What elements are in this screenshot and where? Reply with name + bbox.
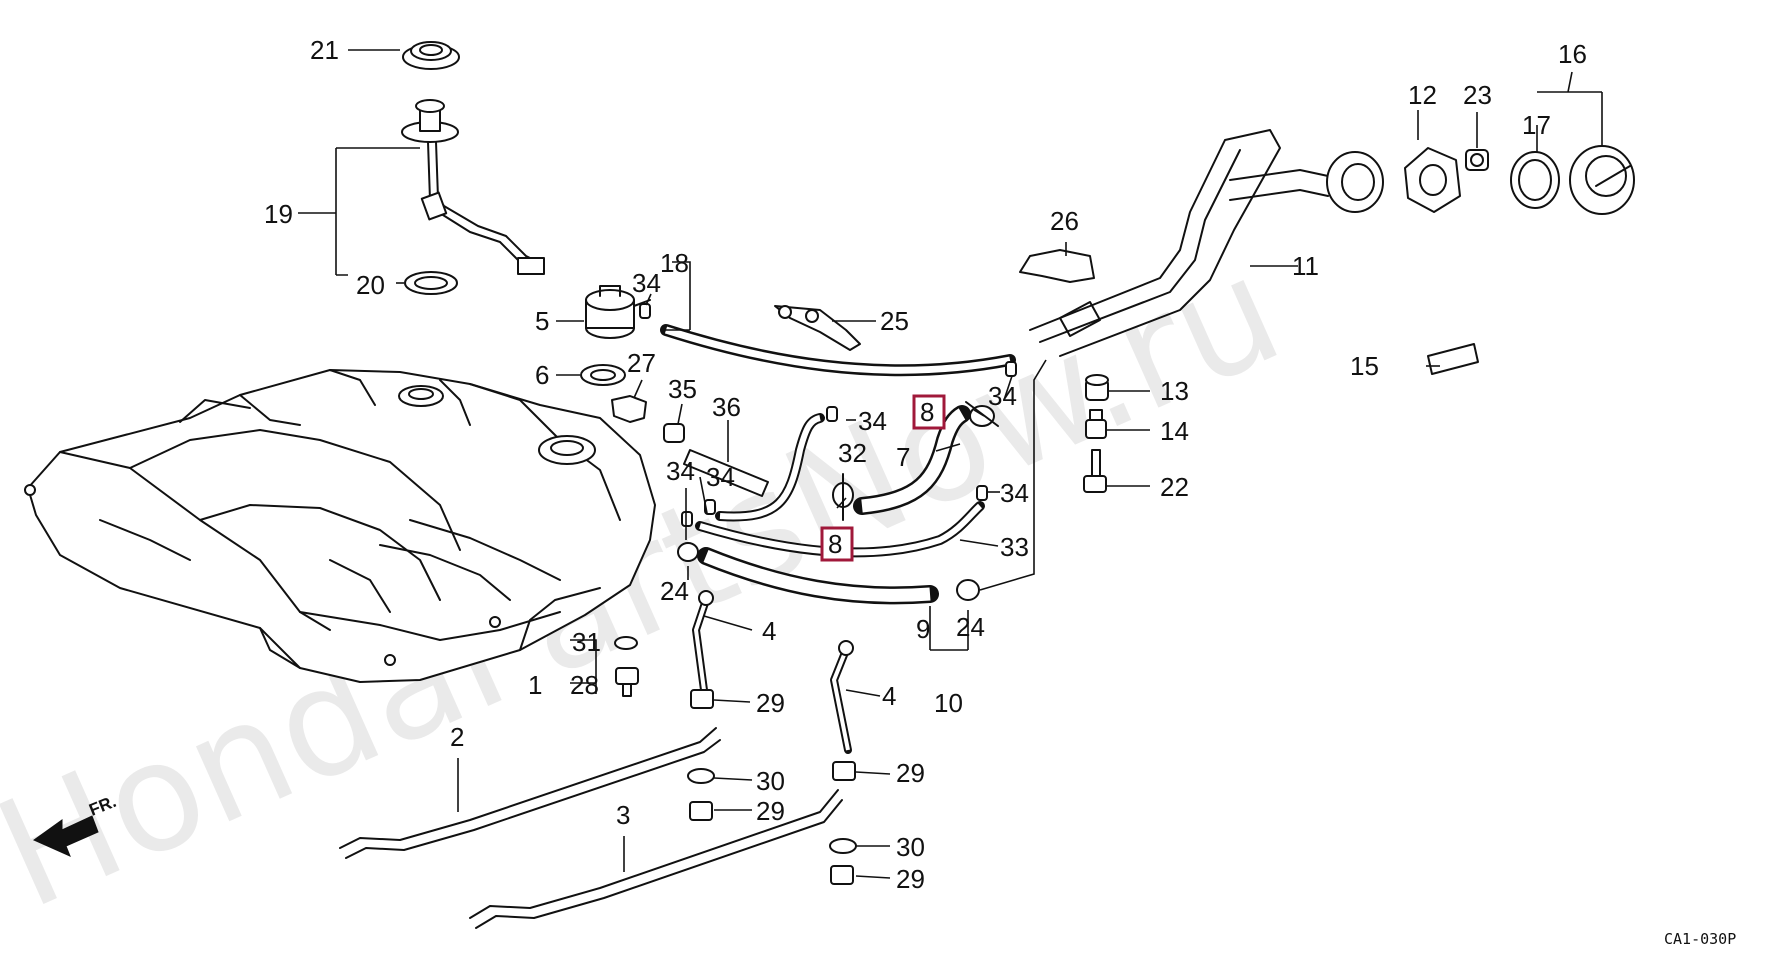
callout-2[interactable]: 2: [450, 722, 464, 752]
callout-23[interactable]: 23: [1463, 80, 1492, 110]
part-32-hose[interactable]: [715, 413, 825, 522]
part-33-hose[interactable]: [695, 501, 985, 558]
callout-29-d[interactable]: 29: [896, 864, 925, 894]
callout-labels: 21 19 20 5 6 27 18 34 35 36 34 34 34 32 …: [264, 35, 1587, 894]
callout-4-lower[interactable]: 4: [882, 681, 896, 711]
callout-14[interactable]: 14: [1160, 416, 1189, 446]
callout-12[interactable]: 12: [1408, 80, 1437, 110]
callout-34-lower-right[interactable]: 34: [1000, 478, 1029, 508]
callout-34-top[interactable]: 34: [632, 268, 661, 298]
part-14-nut[interactable]: [1085, 409, 1107, 439]
leader-lines: [298, 49, 1603, 879]
callout-8-lower[interactable]: 8: [828, 529, 842, 559]
part-17-ring[interactable]: [1510, 151, 1560, 209]
callout-29-c[interactable]: 29: [756, 796, 785, 826]
part-36-hose[interactable]: [683, 449, 769, 497]
callout-11[interactable]: 11: [1292, 251, 1319, 281]
part-6-pump-seal[interactable]: [580, 364, 626, 386]
part-34-clips[interactable]: [639, 303, 1017, 527]
callout-17[interactable]: 17: [1522, 110, 1551, 140]
callout-15[interactable]: 15: [1350, 351, 1379, 381]
part-28-bolt[interactable]: [615, 667, 639, 697]
part-16-fuel-cap[interactable]: [1569, 145, 1635, 215]
part-12-flange[interactable]: [1404, 147, 1461, 213]
part-18-breather-hose[interactable]: [660, 324, 1016, 377]
callout-34-left[interactable]: 34: [666, 456, 695, 486]
callout-22[interactable]: 22: [1160, 472, 1189, 502]
part-35-clip[interactable]: [663, 423, 685, 443]
part-11-fuel-filler-pipe[interactable]: [1029, 129, 1384, 357]
part-5-fuel-pump[interactable]: [585, 285, 651, 339]
part-22-bolt[interactable]: [1083, 449, 1107, 493]
callout-24-left[interactable]: 24: [660, 576, 689, 606]
callout-29-a[interactable]: 29: [756, 688, 785, 718]
callout-27[interactable]: 27: [627, 348, 656, 378]
part-21-seal-ring[interactable]: [402, 41, 460, 70]
callout-5[interactable]: 5: [535, 306, 549, 336]
callout-19[interactable]: 19: [264, 199, 293, 229]
part-24-clips[interactable]: [677, 542, 980, 601]
callout-21[interactable]: 21: [310, 35, 339, 65]
callout-7[interactable]: 7: [896, 442, 910, 472]
callout-34-upper-right[interactable]: 34: [988, 381, 1017, 411]
callout-32[interactable]: 32: [838, 438, 867, 468]
callout-10[interactable]: 10: [934, 688, 963, 718]
callout-30-b[interactable]: 30: [896, 832, 925, 862]
highlight-part-8-lower[interactable]: 8: [820, 526, 854, 562]
part-19-sending-unit[interactable]: [401, 99, 545, 275]
part-9-hose[interactable]: [697, 547, 939, 605]
callout-20[interactable]: 20: [356, 270, 385, 300]
callout-13[interactable]: 13: [1160, 376, 1189, 406]
callout-30-a[interactable]: 30: [756, 766, 785, 796]
part-4-bolt-left[interactable]: [692, 590, 714, 694]
part-23-nut[interactable]: [1465, 149, 1489, 171]
diagram-code: CA1-030P: [1664, 930, 1736, 948]
callout-24-right[interactable]: 24: [956, 612, 985, 642]
callout-31[interactable]: 31: [572, 627, 601, 657]
callout-6[interactable]: 6: [535, 360, 549, 390]
part-25-bracket[interactable]: [774, 305, 861, 351]
callout-34-mid[interactable]: 34: [706, 462, 735, 492]
part-8-hose-clamp-lower[interactable]: [832, 473, 854, 521]
part-26-bracket[interactable]: [1019, 249, 1095, 283]
callout-9[interactable]: 9: [916, 614, 930, 644]
callout-26[interactable]: 26: [1050, 206, 1079, 236]
part-29-nuts[interactable]: [689, 689, 856, 885]
part-2-tank-strap[interactable]: [339, 727, 721, 859]
highlight-part-8-upper[interactable]: 8: [912, 394, 946, 430]
callout-28[interactable]: 28: [570, 670, 599, 700]
callout-29-b[interactable]: 29: [896, 758, 925, 788]
part-4-bolt-right[interactable]: [830, 640, 854, 754]
part-15-label[interactable]: [1427, 343, 1479, 375]
callout-16[interactable]: 16: [1558, 39, 1587, 69]
callout-3[interactable]: 3: [616, 800, 630, 830]
callout-1[interactable]: 1: [528, 670, 542, 700]
callout-4-upper[interactable]: 4: [762, 616, 776, 646]
callout-36[interactable]: 36: [712, 392, 741, 422]
part-27-clamp[interactable]: [611, 395, 647, 423]
callout-34-hose32[interactable]: 34: [858, 406, 887, 436]
part-20-ring[interactable]: [404, 271, 458, 295]
part-13-grommet[interactable]: [1085, 374, 1109, 401]
callout-35[interactable]: 35: [668, 374, 697, 404]
callout-25[interactable]: 25: [880, 306, 909, 336]
fuel-tank[interactable]: [24, 369, 656, 683]
callout-8-upper[interactable]: 8: [920, 397, 934, 427]
part-31-washer[interactable]: [614, 636, 638, 650]
part-30-washers[interactable]: [687, 768, 857, 854]
callout-33[interactable]: 33: [1000, 532, 1029, 562]
part-3-tank-strap[interactable]: [469, 789, 843, 929]
callout-18[interactable]: 18: [660, 248, 689, 278]
